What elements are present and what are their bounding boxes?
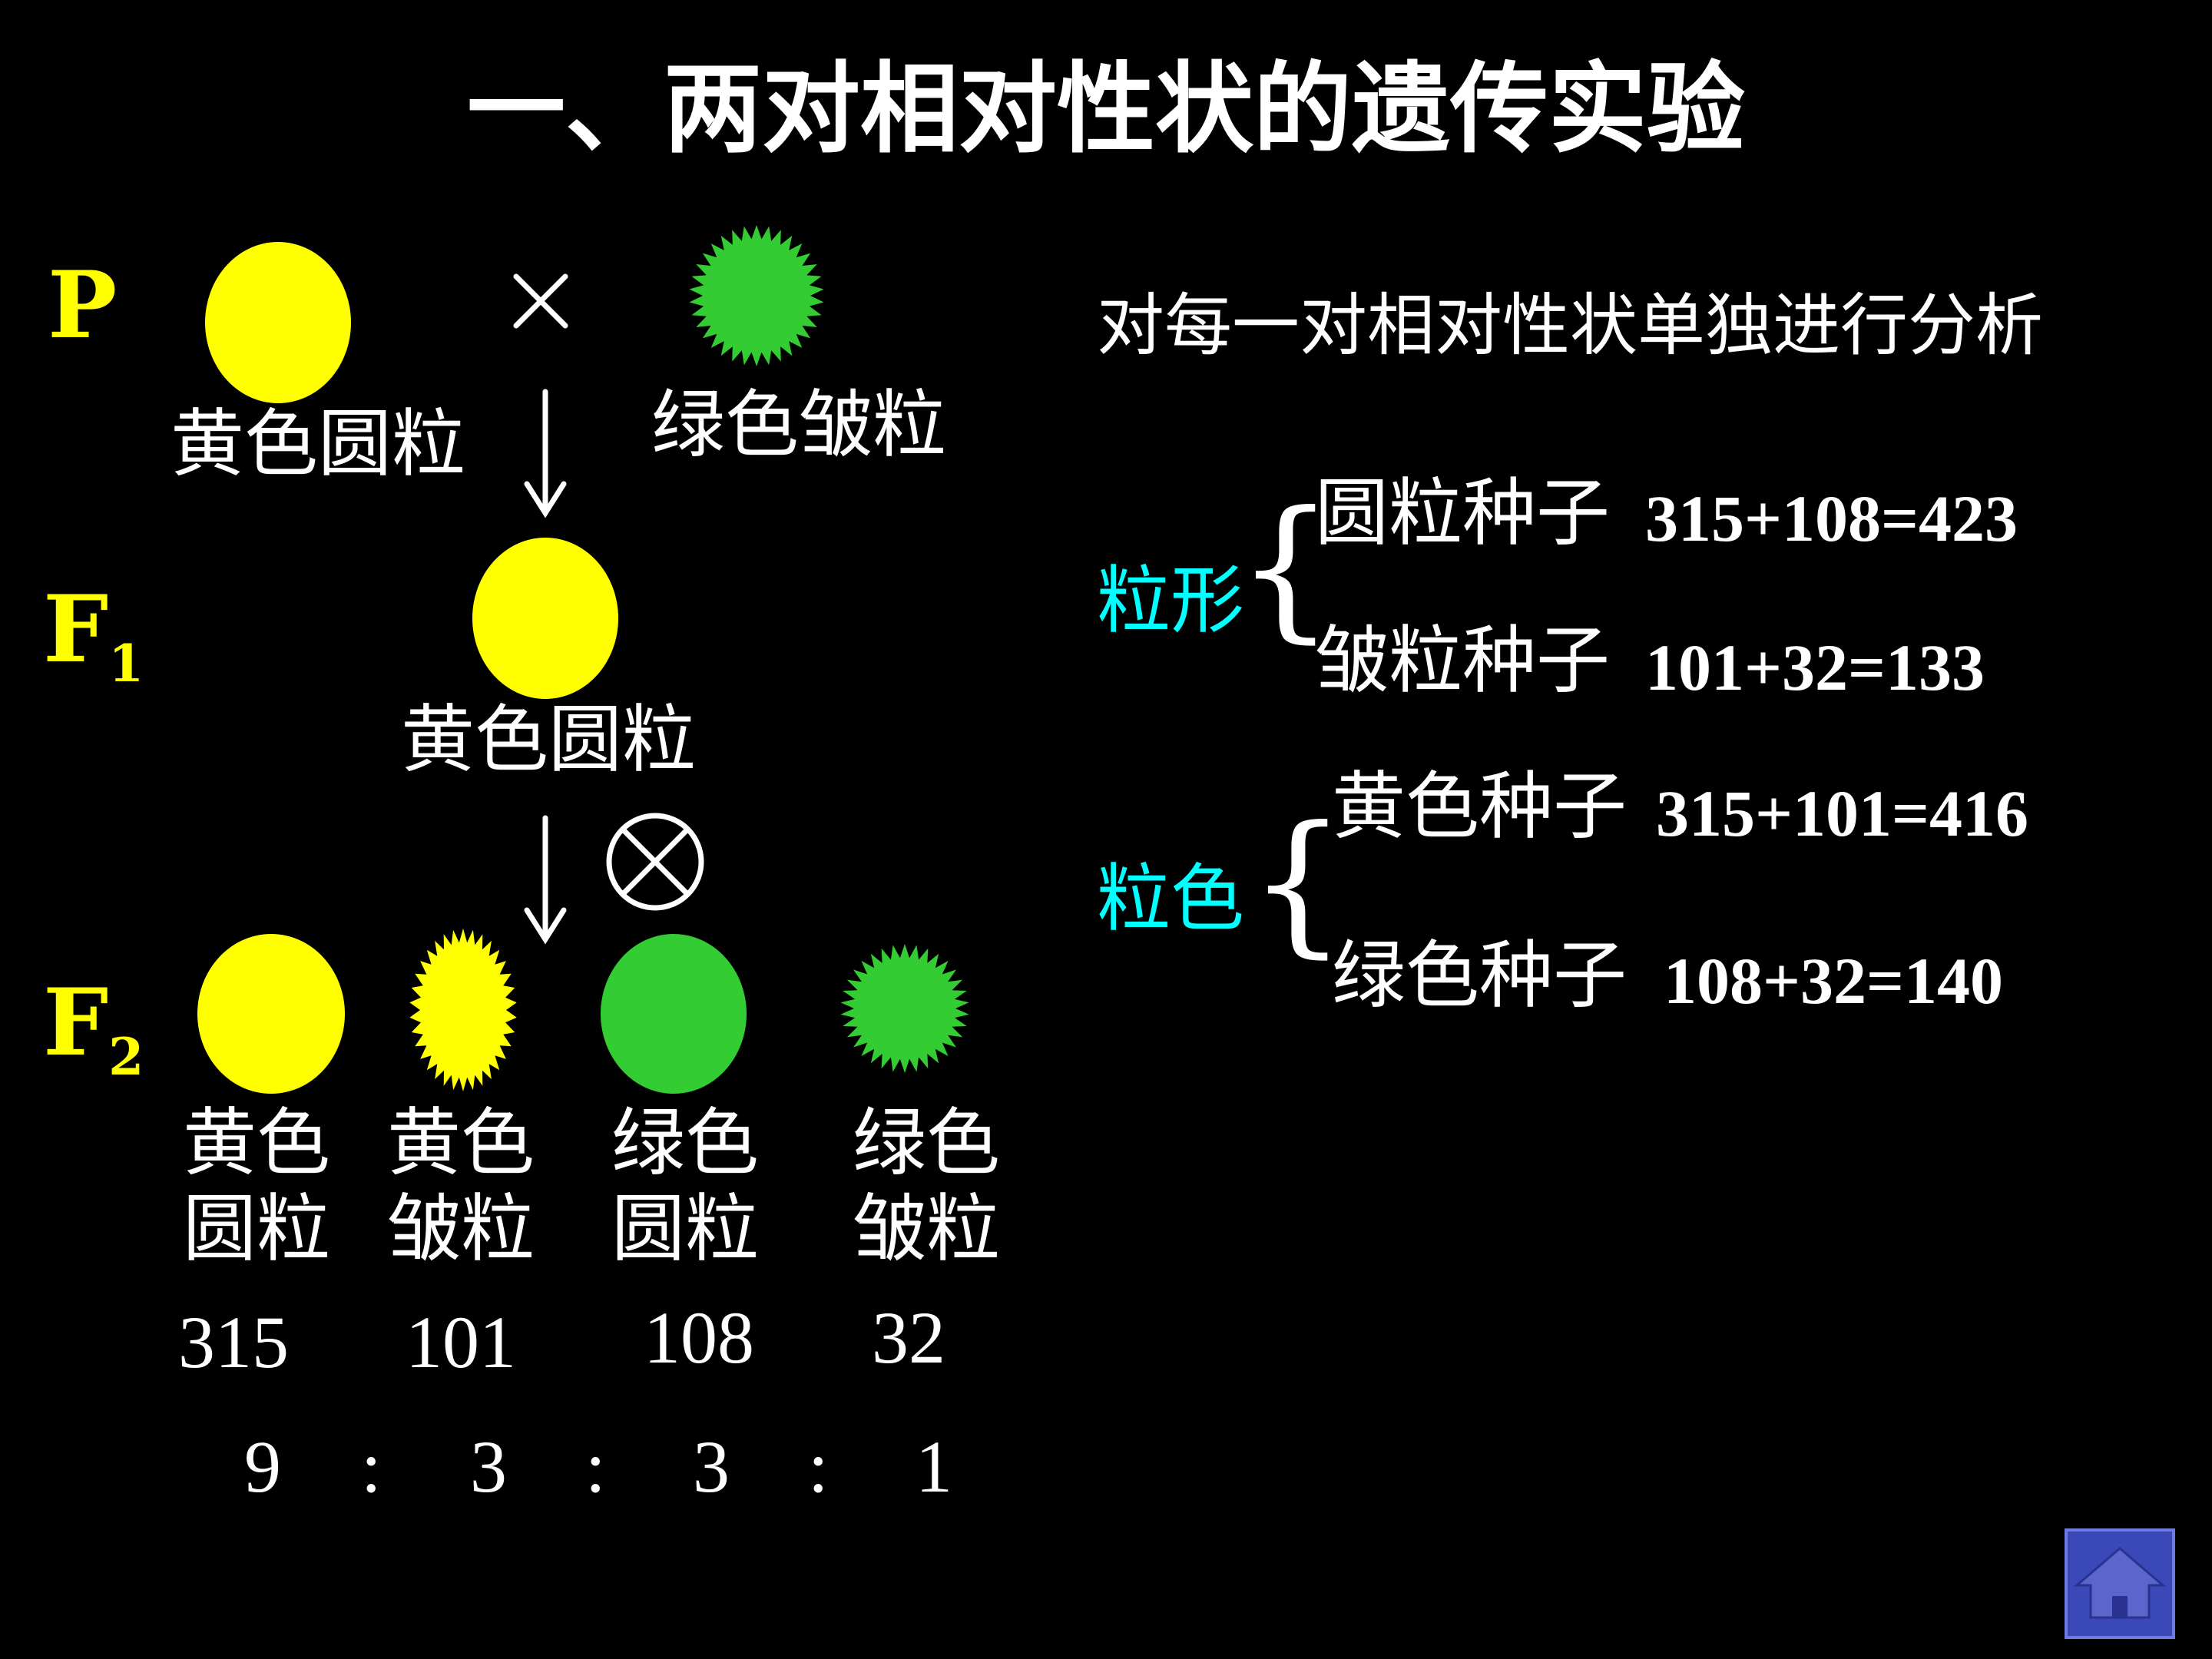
ratio-value-4: 1 [916, 1426, 952, 1508]
seed-green-wrinkled-parent [689, 225, 824, 366]
f2-count-2: 101 [406, 1301, 516, 1383]
round-seed-label: 圆粒种子 [1315, 470, 1610, 556]
analysis-heading: 对每一对相对性状单独进行分析 [1097, 286, 2044, 365]
home-button[interactable] [2065, 1528, 2175, 1639]
wrinkled-seed-calc: 101+32=133 [1645, 631, 1985, 704]
f1-label: 黄色圆粒 [401, 697, 696, 783]
seed-yellow-round-f2 [197, 934, 345, 1094]
yellow-seed-calc: 315+101=416 [1656, 777, 2029, 850]
f2-label-2-line2: 皱粒 [387, 1186, 535, 1272]
self-cross-symbol [606, 813, 704, 911]
shape-brace: { [1237, 478, 1335, 657]
arrow-down-icon [524, 815, 567, 945]
f2-label-3-line1: 绿色 [611, 1100, 759, 1186]
green-seed-label: 绿色种子 [1332, 932, 1627, 1018]
seed-yellow-round-f1 [472, 538, 618, 699]
f2-count-1: 315 [178, 1301, 289, 1383]
f2-label-4-line2: 皱粒 [853, 1186, 1000, 1272]
parent-left-label: 黄色圆粒 [171, 401, 465, 487]
seed-green-round-f2 [601, 934, 747, 1094]
page-title: 一、两对相对性状的遗传实验 [466, 51, 1745, 167]
f2-label-1-line1: 黄色 [183, 1100, 330, 1186]
ratio-value-1: 9 [244, 1426, 281, 1508]
ratio-value-3: 3 [693, 1426, 730, 1508]
f2-label-4-line1: 绿色 [853, 1100, 1000, 1186]
f2-count-4: 32 [872, 1296, 945, 1379]
seed-yellow-wrinkled-f2 [409, 929, 517, 1091]
ratio-separator: : [585, 1426, 606, 1508]
f2-label-3-line2: 圆粒 [611, 1186, 759, 1272]
wrinkled-seed-label: 皱粒种子 [1315, 618, 1610, 704]
seed-yellow-round-parent [205, 242, 351, 403]
round-seed-calc: 315+108=423 [1645, 482, 2018, 555]
generation-p-label: P [48, 251, 118, 359]
green-seed-calc: 108+32=140 [1664, 944, 2004, 1018]
ratio-separator: : [808, 1426, 829, 1508]
yellow-seed-label: 黄色种子 [1332, 763, 1627, 849]
generation-f1-label: F1 [43, 575, 144, 694]
color-brace: { [1249, 793, 1347, 972]
f2-count-3: 108 [644, 1296, 754, 1379]
shape-trait-label: 粒形 [1097, 558, 1244, 644]
parent-right-label: 绿色皱粒 [651, 382, 946, 468]
f2-label-2-line1: 黄色 [387, 1100, 535, 1186]
ratio-separator: : [361, 1426, 382, 1508]
color-trait-label: 粒色 [1097, 856, 1244, 942]
home-icon [2073, 1547, 2167, 1619]
seed-green-wrinkled-f2 [840, 944, 969, 1073]
ratio-value-2: 3 [470, 1426, 507, 1508]
f2-label-1-line2: 圆粒 [183, 1186, 330, 1272]
cross-symbol [513, 273, 568, 329]
generation-f2-label: F2 [43, 969, 144, 1087]
arrow-down-icon [524, 389, 567, 518]
